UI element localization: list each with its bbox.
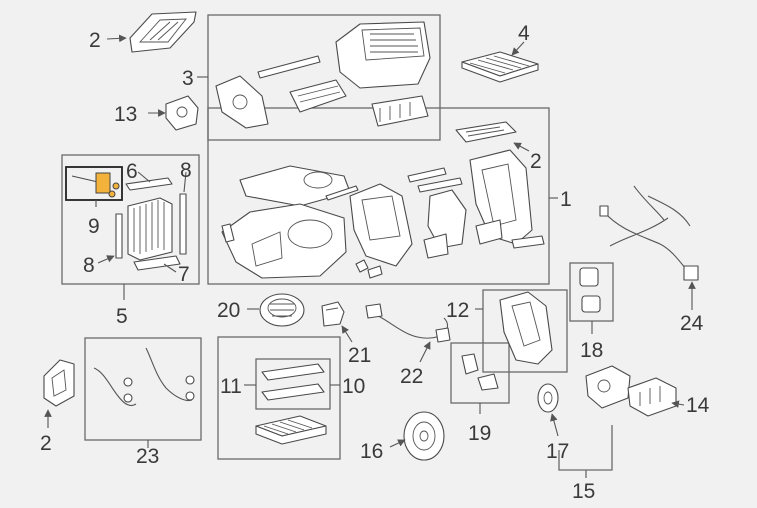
- temp-sensor-part: [365, 303, 451, 343]
- callout-23: 23: [136, 445, 159, 468]
- mode-actuator-part: [585, 365, 631, 409]
- defrost-duct-part: [469, 149, 533, 245]
- callout-2-top: 2: [89, 29, 101, 52]
- heater-core-part: [255, 415, 327, 445]
- group-box-23: [84, 337, 202, 441]
- group-box-10: [217, 336, 341, 460]
- small-doors-part: [423, 219, 545, 259]
- highlighted-part-9: [95, 172, 111, 194]
- mode-door-part: [289, 79, 347, 113]
- callout-21: 21: [348, 344, 371, 367]
- callout-24: 24: [680, 312, 704, 335]
- actuator-bracket-part: [215, 75, 269, 129]
- callout-10: 10: [342, 375, 365, 398]
- heater-hoses-part: [93, 347, 195, 407]
- floor-outlet-part: [455, 121, 517, 143]
- actuator-motor-part: [165, 95, 199, 131]
- blower-resistor-assembly: [65, 166, 123, 201]
- callout-1: 1: [560, 188, 572, 211]
- callout-6: 6: [126, 160, 138, 183]
- drive-gear-part: [403, 411, 445, 461]
- group-box-19: [450, 342, 510, 404]
- door-link-part: [257, 55, 321, 79]
- screws-part: [221, 223, 383, 279]
- group-box-12: [482, 289, 568, 373]
- small-actuator-part: [461, 353, 499, 391]
- callout-15: 15: [572, 480, 595, 503]
- blower-motor-part: [259, 293, 305, 327]
- mode-gear-part: [537, 383, 559, 413]
- side-duct-part: [499, 291, 553, 365]
- temp-actuator-part: [627, 377, 677, 417]
- callout-22: 22: [400, 365, 423, 388]
- callout-17: 17: [546, 440, 569, 463]
- heater-core-housing-part: [349, 183, 413, 267]
- callout-2-right: 2: [530, 150, 542, 173]
- callout-8-top: 8: [180, 159, 192, 182]
- blower-module-part: [321, 301, 345, 327]
- callout-7: 7: [178, 263, 190, 286]
- callout-3: 3: [182, 67, 194, 90]
- leader-lines: [44, 34, 696, 448]
- callout-11: 11: [220, 375, 242, 398]
- wiring-harness-part: [599, 185, 699, 281]
- highlight-box-9: [65, 166, 123, 201]
- callout-4: 4: [518, 22, 530, 45]
- callout-20: 20: [217, 299, 240, 322]
- door-gear-part: [579, 267, 601, 313]
- callout-8-bottom: 8: [83, 254, 95, 277]
- mode-case-part: [427, 189, 467, 249]
- hvac-upper-case-part: [239, 165, 351, 207]
- evaporator-core-part: [127, 197, 173, 261]
- callout-16: 16: [360, 440, 383, 463]
- seal-strip-7-part: [133, 255, 181, 271]
- seal-strip-8-part: [115, 193, 187, 259]
- blower-housing-part: [335, 21, 431, 89]
- callout-5: 5: [116, 305, 128, 328]
- callout-18: 18: [580, 339, 603, 362]
- recirc-door-part: [371, 95, 429, 127]
- group-box-11: [255, 358, 331, 410]
- callout-14: 14: [686, 394, 710, 417]
- vent-duct-part: [129, 11, 197, 53]
- seal-strip-6-part: [125, 177, 173, 191]
- door-shaft-part: [325, 167, 463, 201]
- callout-2-bottom: 2: [40, 432, 52, 455]
- cabin-filter-part: [461, 51, 539, 83]
- side-vent-part: [43, 359, 75, 407]
- heater-core-seal-part: [261, 363, 325, 401]
- callout-19: 19: [468, 422, 491, 445]
- group-box-5: [61, 154, 200, 285]
- callout-13: 13: [114, 103, 137, 126]
- hvac-lower-case-part: [221, 203, 347, 279]
- callout-9: 9: [88, 215, 100, 238]
- callout-labels: 2 3 4 13 2 1 6 8 9 8 7 5 20 21 22 12 18 …: [40, 22, 710, 503]
- callout-12: 12: [446, 299, 469, 322]
